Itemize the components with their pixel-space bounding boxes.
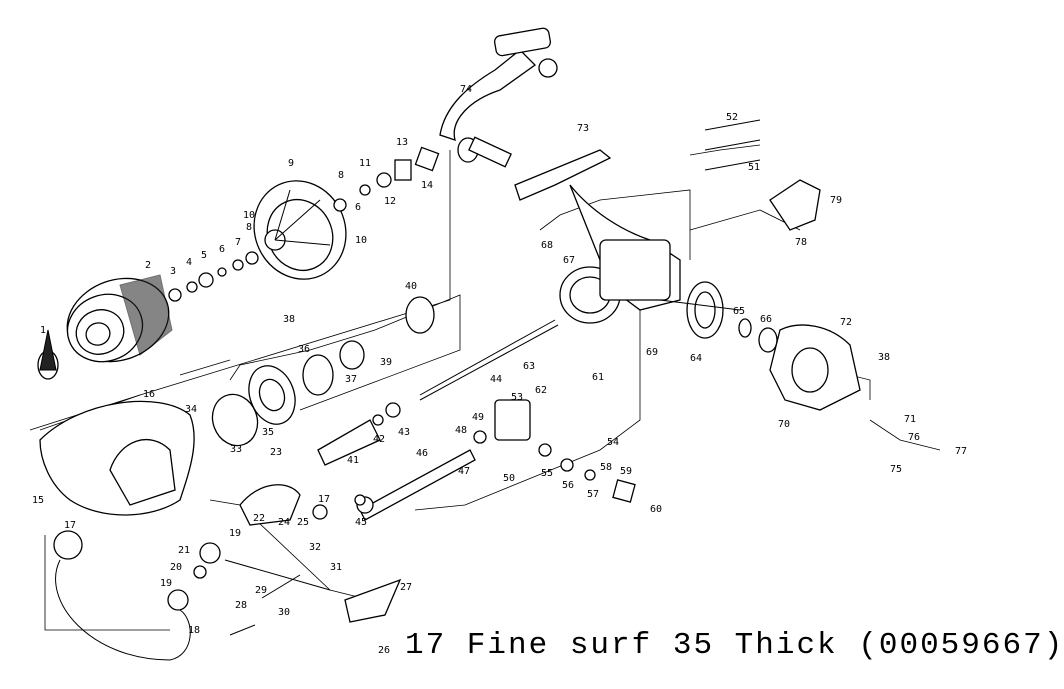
part-number-46: 46: [416, 448, 428, 459]
part-number-34: 34: [185, 404, 197, 415]
part-number-20: 20: [170, 562, 182, 573]
part-number-41: 41: [347, 455, 359, 466]
part-number-54: 54: [607, 437, 619, 448]
part-number-15: 15: [32, 495, 44, 506]
part-number-39: 39: [380, 357, 392, 368]
part-number-70: 70: [778, 419, 790, 430]
part-number-43: 43: [398, 427, 410, 438]
part-number-19: 19: [160, 578, 172, 589]
part-number-29: 29: [255, 585, 267, 596]
part-number-labels: 1234567891010116812131415161717181919202…: [32, 84, 967, 656]
part-number-18: 18: [188, 625, 200, 636]
spool-assembly: [37, 251, 259, 380]
part-number-16: 16: [143, 389, 155, 400]
part-number-55: 55: [541, 468, 553, 479]
part-number-77: 77: [955, 446, 967, 457]
drag-cover: [253, 146, 440, 280]
part-number-68: 68: [541, 240, 553, 251]
part-number-56: 56: [562, 480, 574, 491]
part-number-28: 28: [235, 600, 247, 611]
part-number-45: 45: [355, 517, 367, 528]
part-number-38: 38: [878, 352, 890, 363]
part-number-74: 74: [460, 84, 472, 95]
part-number-3: 3: [170, 266, 176, 277]
part-number-42: 42: [373, 434, 385, 445]
part-number-38: 38: [283, 314, 295, 325]
part-number-11: 11: [359, 158, 371, 169]
part-number-4: 4: [186, 257, 192, 268]
part-number-60: 60: [650, 504, 662, 515]
part-number-36: 36: [298, 344, 310, 355]
part-number-19: 19: [229, 528, 241, 539]
part-number-17: 17: [64, 520, 76, 531]
part-number-61: 61: [592, 372, 604, 383]
part-number-58: 58: [600, 462, 612, 473]
part-number-8: 8: [338, 170, 344, 181]
part-number-37: 37: [345, 374, 357, 385]
part-number-13: 13: [396, 137, 408, 148]
part-number-76: 76: [908, 432, 920, 443]
part-number-24: 24: [278, 517, 290, 528]
drive-train: [317, 319, 636, 521]
guide-lines: [29, 144, 941, 631]
part-number-21: 21: [178, 545, 190, 556]
part-number-57: 57: [587, 489, 599, 500]
part-number-35: 35: [262, 427, 274, 438]
part-number-69: 69: [646, 347, 658, 358]
rotor-assembly: [39, 296, 435, 661]
part-number-53: 53: [511, 392, 523, 403]
part-number-40: 40: [405, 281, 417, 292]
part-number-26: 26: [378, 645, 390, 656]
part-number-27: 27: [400, 582, 412, 593]
part-number-6: 6: [355, 202, 361, 213]
part-number-22: 22: [253, 513, 265, 524]
part-number-10: 10: [243, 210, 255, 221]
reel-exploded-view: 1234567891010116812131415161717181919202…: [29, 27, 967, 661]
part-number-62: 62: [535, 385, 547, 396]
part-number-64: 64: [690, 353, 702, 364]
part-number-78: 78: [795, 237, 807, 248]
part-number-1: 1: [40, 325, 46, 336]
part-number-71: 71: [904, 414, 916, 425]
part-number-14: 14: [421, 180, 433, 191]
part-number-50: 50: [503, 473, 515, 484]
part-number-72: 72: [840, 317, 852, 328]
part-number-33: 33: [230, 444, 242, 455]
part-number-44: 44: [490, 374, 502, 385]
part-number-75: 75: [890, 464, 902, 475]
part-number-32: 32: [309, 542, 321, 553]
part-number-48: 48: [455, 425, 467, 436]
part-number-65: 65: [733, 306, 745, 317]
part-number-49: 49: [472, 412, 484, 423]
part-number-25: 25: [297, 517, 309, 528]
part-number-10: 10: [355, 235, 367, 246]
part-number-66: 66: [760, 314, 772, 325]
part-number-30: 30: [278, 607, 290, 618]
part-number-6: 6: [219, 244, 225, 255]
part-number-17: 17: [318, 494, 330, 505]
part-number-79: 79: [830, 195, 842, 206]
part-number-51: 51: [748, 162, 760, 173]
part-number-2: 2: [145, 260, 151, 271]
part-number-59: 59: [620, 466, 632, 477]
part-number-47: 47: [458, 466, 470, 477]
handle-assembly: [439, 27, 558, 168]
body-frame: [514, 119, 861, 411]
part-number-63: 63: [523, 361, 535, 372]
part-number-5: 5: [201, 250, 207, 261]
part-number-31: 31: [330, 562, 342, 573]
part-number-73: 73: [577, 123, 589, 134]
part-number-9: 9: [288, 158, 294, 169]
part-number-67: 67: [563, 255, 575, 266]
part-number-12: 12: [384, 196, 396, 207]
part-number-8: 8: [246, 222, 252, 233]
part-number-23: 23: [270, 447, 282, 458]
part-number-52: 52: [726, 112, 738, 123]
diagram-caption: 17 Fine surf 35 Thick (00059667): [405, 628, 1064, 663]
part-number-7: 7: [235, 237, 241, 248]
